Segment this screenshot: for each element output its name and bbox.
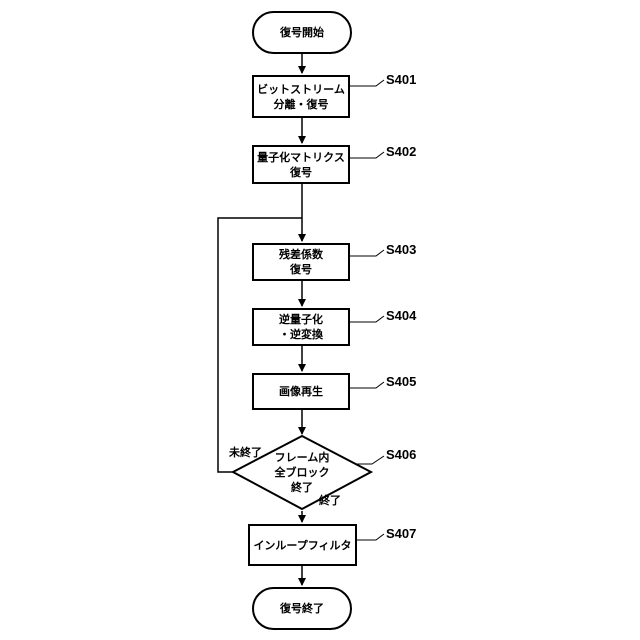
step-s404-box: 逆量子化 ・逆変換 bbox=[252, 308, 350, 346]
leader-s407 bbox=[357, 534, 384, 540]
end-terminal: 復号終了 bbox=[252, 587, 352, 630]
leader-s404 bbox=[350, 316, 384, 322]
leader-s403 bbox=[350, 250, 384, 256]
leader-s406 bbox=[353, 456, 384, 464]
leader-s401 bbox=[350, 80, 384, 86]
label-s401: S401 bbox=[386, 72, 416, 87]
decision-s406-text: フレーム内 全ブロック 終了 bbox=[262, 450, 342, 495]
label-s402: S402 bbox=[386, 144, 416, 159]
leader-s405 bbox=[350, 382, 384, 388]
edge-label-done: 終了 bbox=[319, 492, 341, 508]
label-s404: S404 bbox=[386, 308, 416, 323]
step-s403-box: 残差係数 復号 bbox=[252, 243, 350, 281]
step-s402-box: 量子化マトリクス 復号 bbox=[252, 145, 350, 184]
label-s403: S403 bbox=[386, 242, 416, 257]
label-s405: S405 bbox=[386, 374, 416, 389]
leader-s402 bbox=[350, 152, 384, 158]
label-s406: S406 bbox=[386, 447, 416, 462]
start-terminal: 復号開始 bbox=[252, 11, 352, 54]
step-s405-box: 画像再生 bbox=[252, 373, 350, 410]
edge-label-not-done: 未終了 bbox=[229, 444, 262, 460]
label-s407: S407 bbox=[386, 526, 416, 541]
step-s401-box: ビットストリーム 分離・復号 bbox=[252, 75, 350, 118]
step-s407-box: インループフィルタ bbox=[248, 524, 357, 566]
